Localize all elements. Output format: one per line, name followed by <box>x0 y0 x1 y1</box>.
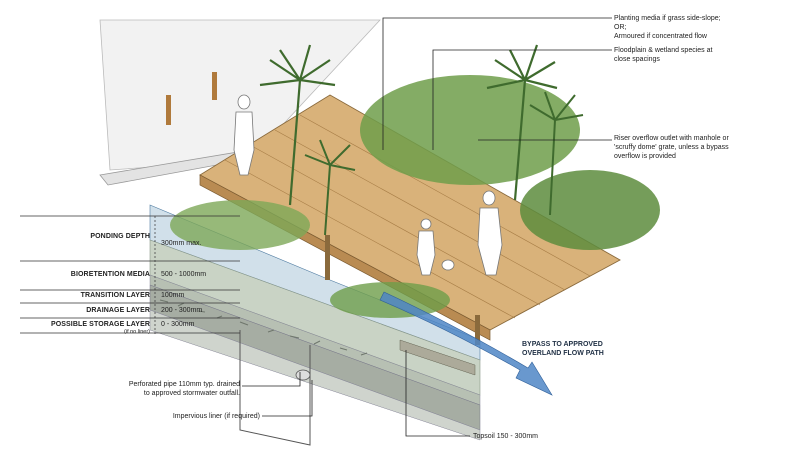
callout-riser: Riser overflow outlet with manhole or 's… <box>614 135 729 160</box>
topsoil-hatch <box>399 339 476 376</box>
layer-label-transition: TRANSITION LAYER <box>80 292 150 299</box>
leader-line-topsoil <box>405 350 470 437</box>
palm-tree <box>259 44 336 206</box>
callout-floodplain: Floodplain & wetland species at close sp… <box>614 47 713 63</box>
callout-topsoil: Topsoil 150 - 300mm <box>473 433 538 440</box>
shrub-mass <box>520 170 660 250</box>
deck-planks <box>224 114 591 319</box>
palm-tree <box>304 139 356 236</box>
layer-value-transition: 100mm <box>161 292 185 299</box>
people-figures <box>233 94 503 276</box>
leader-lines <box>242 17 612 437</box>
layer-label-ponding-depth: PONDING DEPTH <box>90 233 150 240</box>
layer-table-rules <box>20 215 240 335</box>
soil-profile <box>149 204 481 446</box>
deck-pier <box>325 235 330 280</box>
bypass-flow-arrow <box>379 291 553 396</box>
callout-impervious-liner: Impervious liner (if required) <box>172 413 260 420</box>
layer-note-storage: (if no liner) <box>124 329 150 335</box>
callout-perforated-pipe: Perforated pipe 110mm typ. drained to ap… <box>128 381 240 397</box>
storage-layer <box>149 309 481 441</box>
leader-line-planting <box>382 17 612 150</box>
layer-label-bioretention-media: BIORETENTION MEDIA <box>70 271 150 278</box>
layer-value-drainage: 200 - 300mm <box>161 307 203 314</box>
layer-value-ponding-depth: 300mm max. <box>161 240 202 247</box>
palm-tree <box>529 91 584 216</box>
shrub-mass <box>360 75 580 185</box>
leader-line-liner <box>262 380 313 417</box>
layer-label-drainage: DRAINAGE LAYER <box>86 307 150 314</box>
layer-value-bioretention-media: 500 - 1000mm <box>161 271 207 278</box>
shrub-mass <box>170 200 310 250</box>
bollard <box>212 72 217 100</box>
callout-planting-media: Planting media if grass side-slope; OR; … <box>614 15 721 40</box>
gravel-texture <box>159 299 368 356</box>
bollard <box>166 95 171 125</box>
leader-line-floodplain <box>432 49 612 150</box>
perforated-pipe <box>295 369 311 381</box>
impervious-liner <box>239 330 311 446</box>
bypass-label: BYPASS TO APPROVED OVERLAND FLOW PATH <box>522 341 604 357</box>
leader-line-pipe <box>242 372 301 387</box>
layer-label-storage: POSSIBLE STORAGE LAYER <box>50 321 150 328</box>
layer-value-storage: 0 - 300mm <box>161 321 195 328</box>
deck-pier <box>475 315 480 345</box>
